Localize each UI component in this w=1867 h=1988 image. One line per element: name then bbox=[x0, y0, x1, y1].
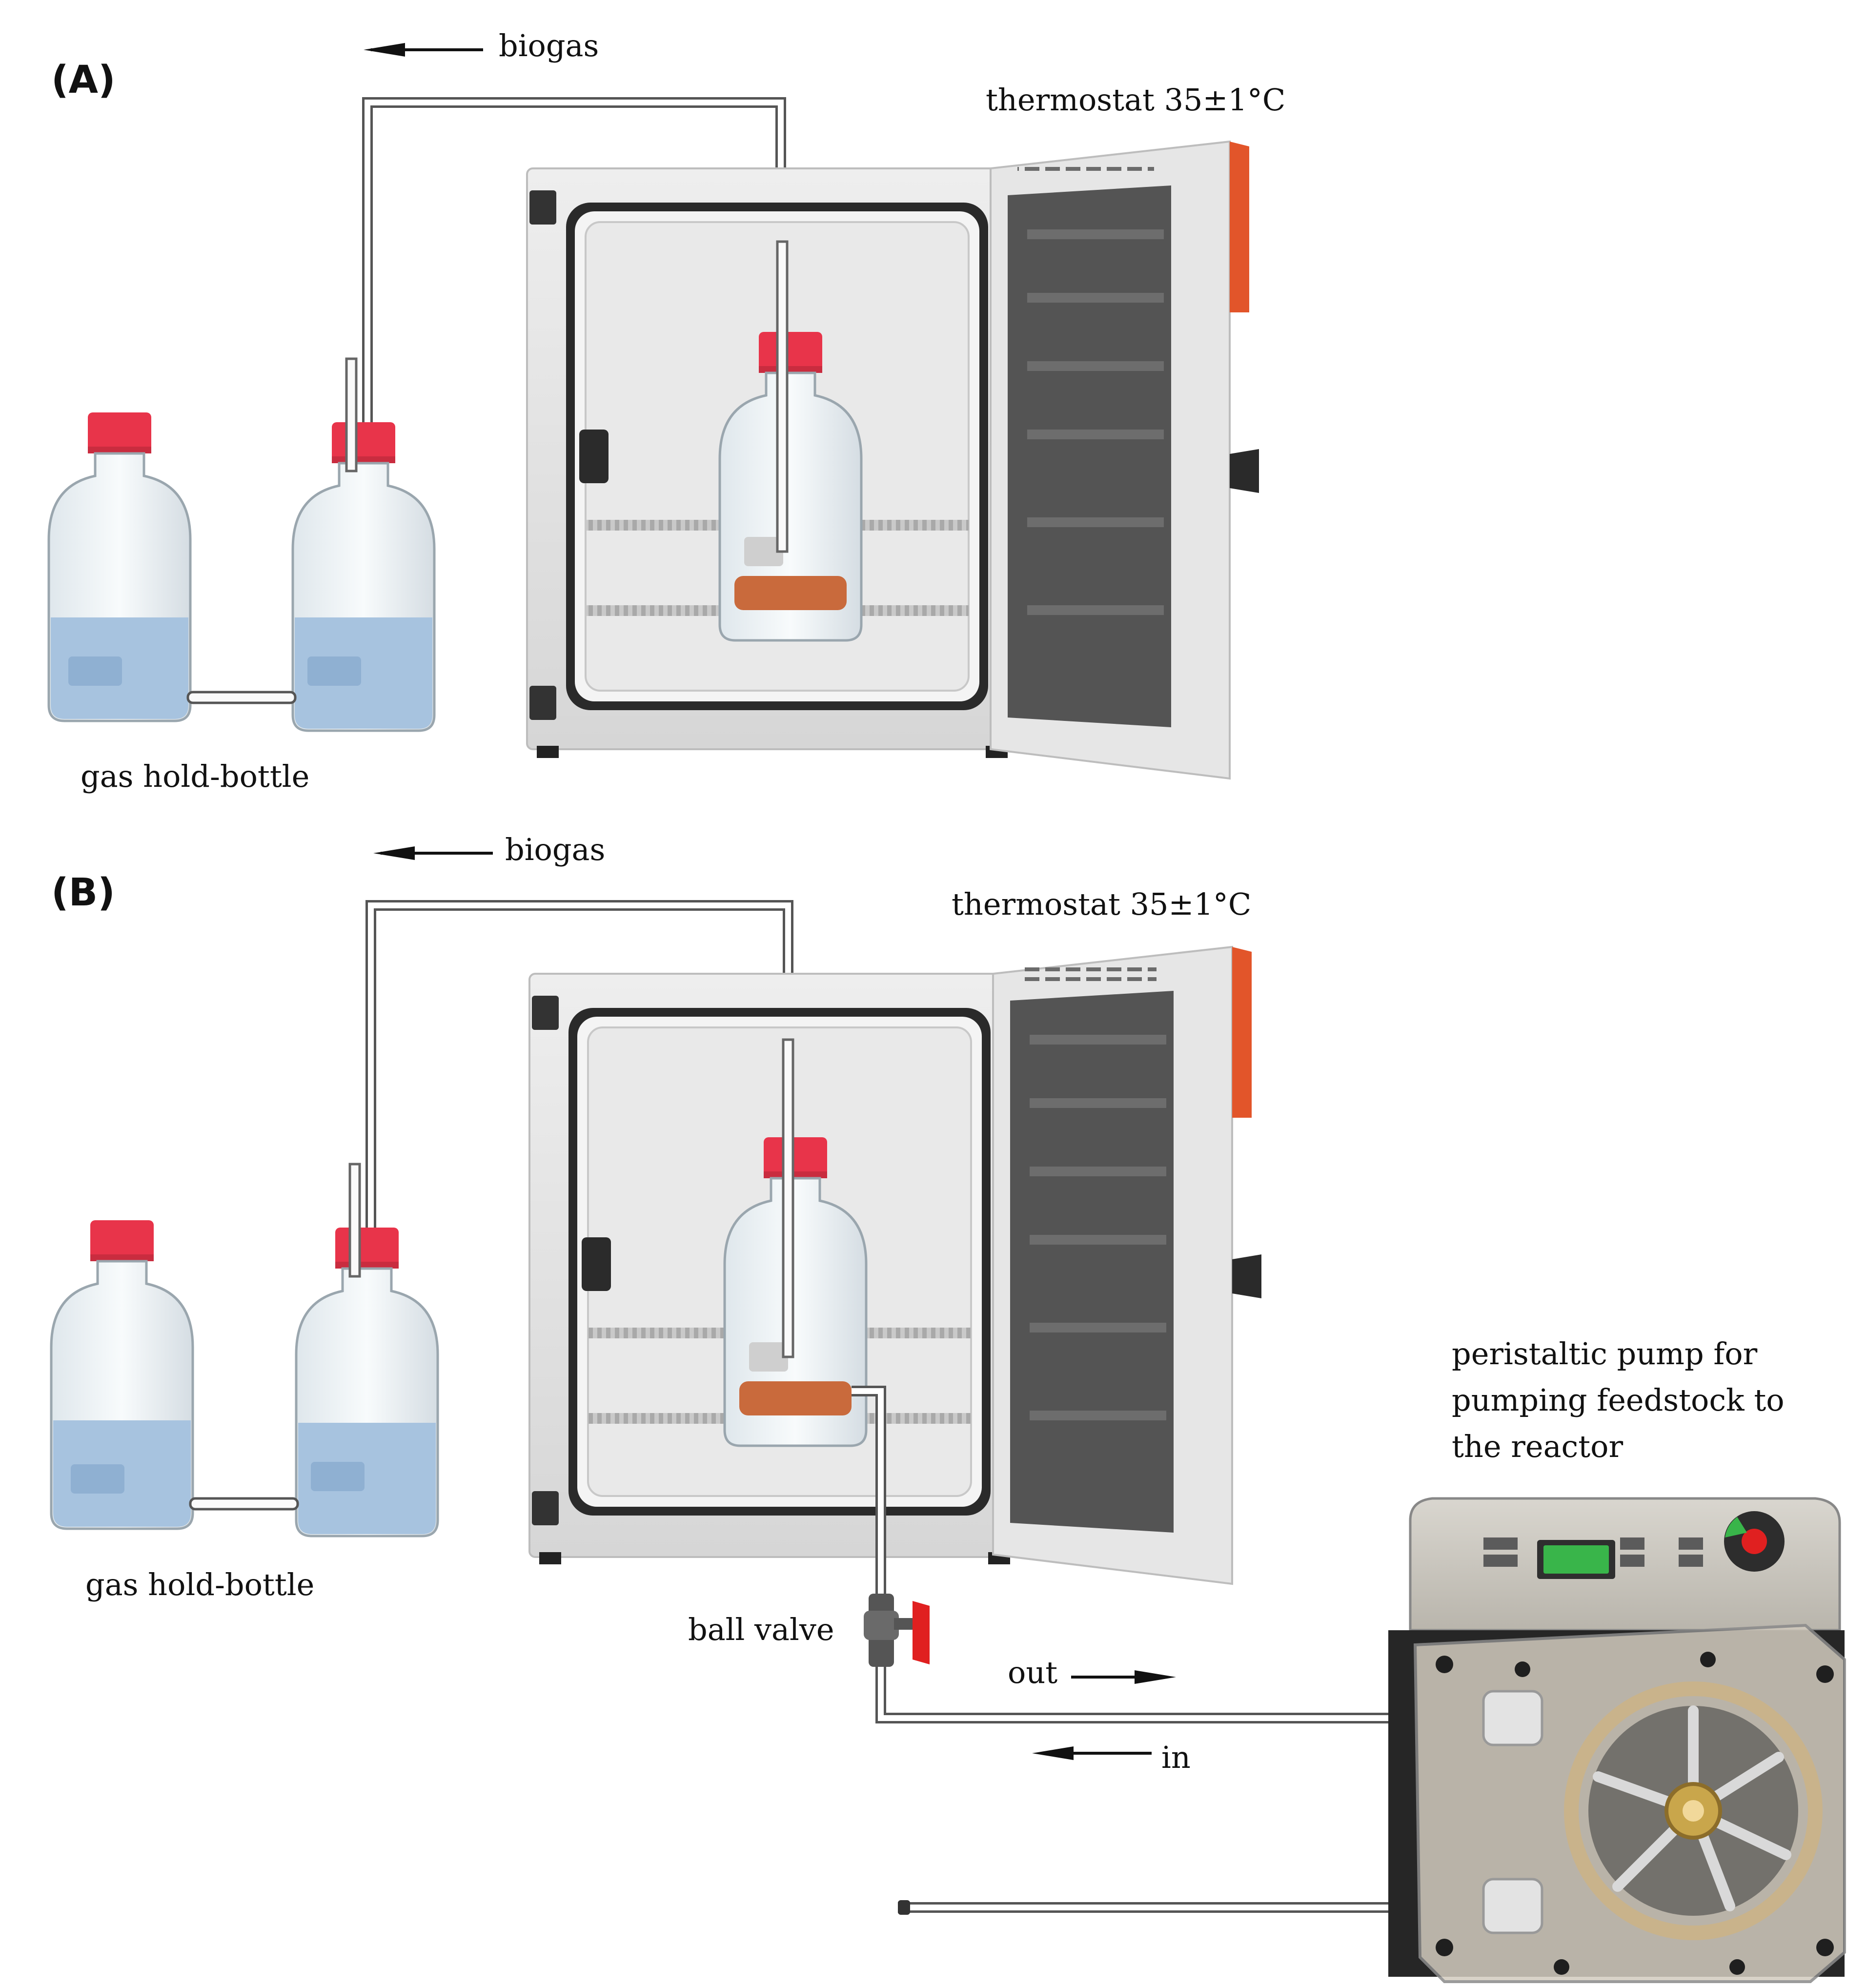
in-arrow bbox=[1032, 1746, 1152, 1760]
gas-hold-bottle-a-left bbox=[49, 412, 190, 721]
pump-label-line-1: peristaltic pump for bbox=[1452, 1336, 1758, 1372]
connector-tube-b bbox=[189, 1497, 299, 1511]
biogas-label-b: biogas bbox=[505, 832, 605, 867]
thermostat-label-b: thermostat 35±1°C bbox=[952, 886, 1251, 922]
out-label: out bbox=[1008, 1655, 1057, 1690]
pump-label-line-2: pumping feedstock to bbox=[1452, 1382, 1785, 1418]
out-arrow bbox=[1071, 1670, 1176, 1684]
panel-b-label: (B) bbox=[51, 871, 115, 915]
ball-valve bbox=[864, 1594, 930, 1667]
gas-hold-bottle-label-b: gas hold-bottle bbox=[85, 1567, 314, 1602]
ball-valve-label: ball valve bbox=[688, 1612, 834, 1647]
reactor-bottle-a bbox=[720, 240, 861, 640]
biogas-arrow-b bbox=[373, 846, 493, 860]
gas-hold-bottle-b-left bbox=[51, 1220, 193, 1529]
peristaltic-pump bbox=[1388, 1497, 1846, 1983]
incubator-door-a bbox=[990, 140, 1259, 780]
connector-tube-a bbox=[186, 691, 297, 704]
incubator-door-b bbox=[992, 945, 1261, 1585]
biogas-label-a: biogas bbox=[499, 28, 599, 63]
panel-a: (A) biogas thermostat 35±1°C bbox=[49, 28, 1285, 794]
thermostat-label-a: thermostat 35±1°C bbox=[986, 82, 1285, 118]
pump-label-line-3: the reactor bbox=[1452, 1429, 1623, 1464]
panel-b: (B) biogas thermostat 35±1°C bbox=[51, 832, 1846, 1983]
gas-hold-bottle-b-right bbox=[296, 1163, 438, 1536]
panel-a-label: (A) bbox=[51, 58, 116, 102]
in-label: in bbox=[1161, 1740, 1191, 1775]
biogas-arrow-a bbox=[364, 43, 483, 57]
gas-hold-bottle-a-right bbox=[293, 357, 434, 731]
gas-hold-bottle-label-a: gas hold-bottle bbox=[81, 758, 309, 794]
reactor-bottle-b bbox=[725, 1038, 866, 1446]
